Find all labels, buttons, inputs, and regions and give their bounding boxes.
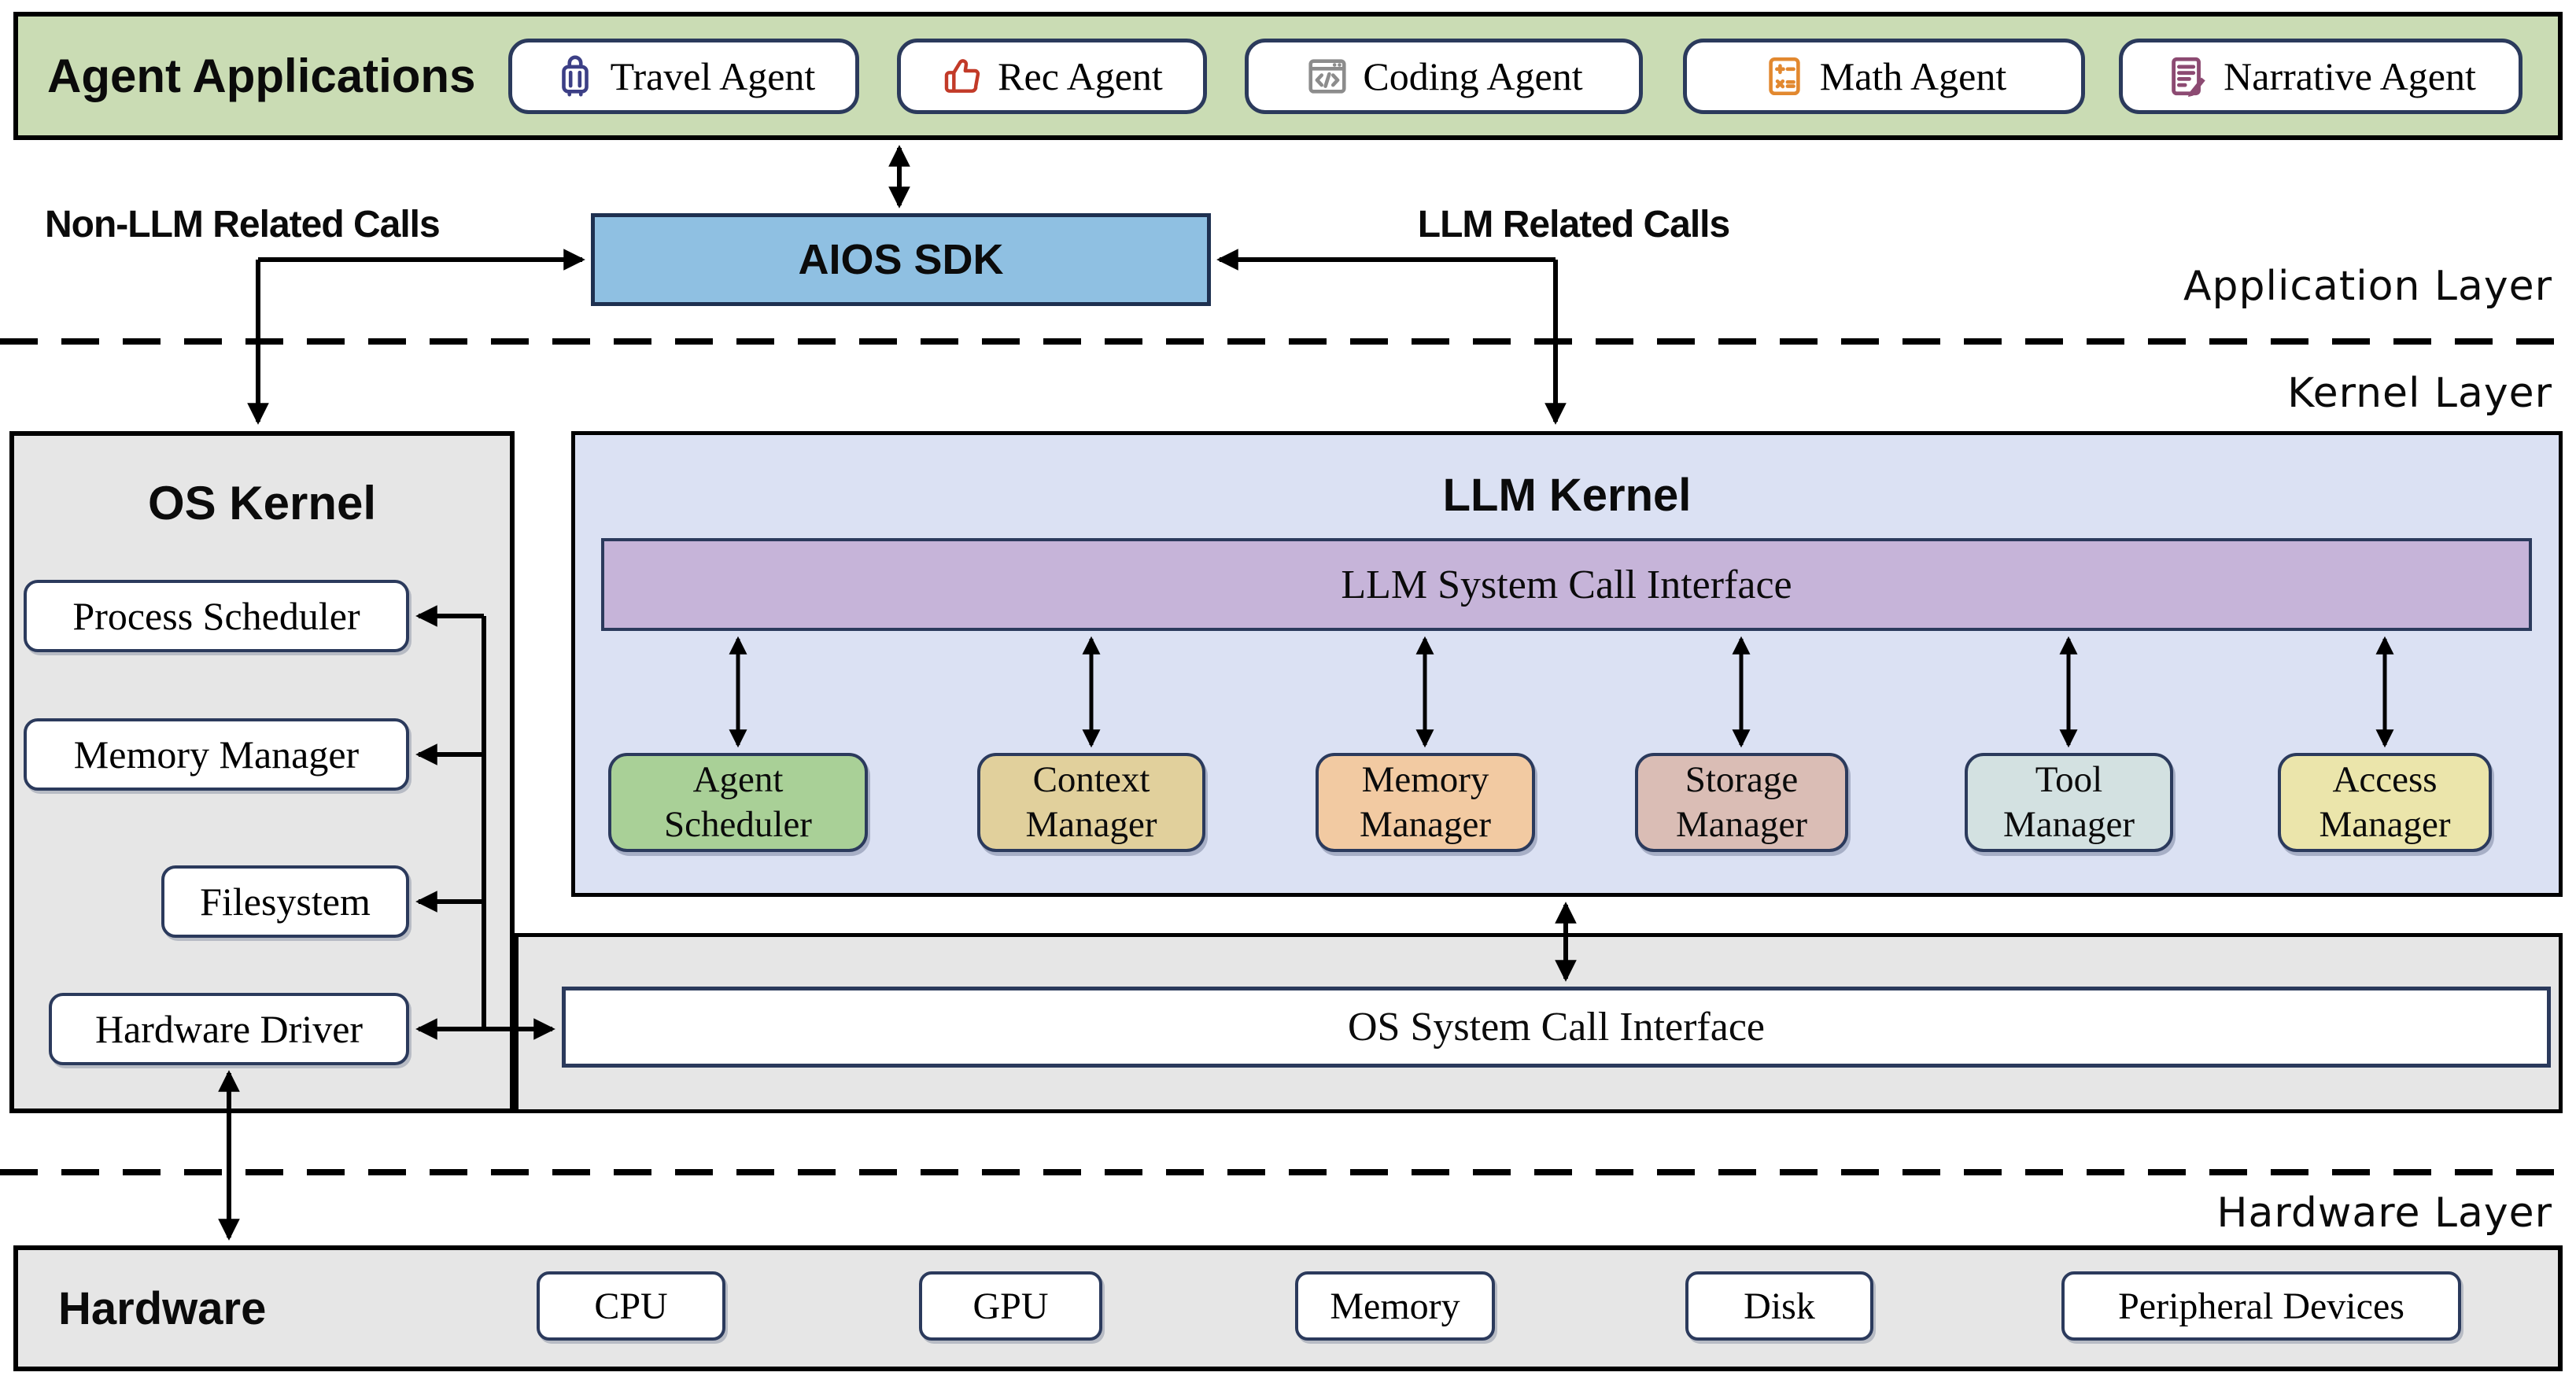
storage-manager-box: Storage Manager (1635, 753, 1848, 852)
application-layer-label: Application Layer (2183, 263, 2552, 310)
hardware-title: Hardware (58, 1282, 267, 1334)
agent-chip-label: Math Agent (1819, 54, 2007, 98)
cpu-box: CPU (537, 1271, 725, 1341)
aios-sdk-label: AIOS SDK (798, 236, 1004, 283)
memory-manager-llm-box: Memory Manager (1316, 753, 1535, 852)
os-system-call-interface-bar: OS System Call Interface (562, 987, 2551, 1068)
agent-applications-title: Agent Applications (47, 50, 476, 102)
narrative-agent-chip: Narrative Agent (2119, 39, 2522, 114)
agent-chip-label: Narrative Agent (2224, 54, 2476, 98)
agent-chip-label: Coding Agent (1363, 54, 1583, 98)
agent-chip-label: Rec Agent (998, 54, 1163, 98)
coding-agent-chip: Coding Agent (1245, 39, 1643, 114)
memory-box: Memory (1295, 1271, 1495, 1341)
disk-box: Disk (1685, 1271, 1873, 1341)
aios-sdk-box: AIOS SDK (591, 213, 1211, 306)
document-pen-icon (2172, 57, 2205, 98)
access-manager-box: Access Manager (2278, 753, 2492, 852)
filesystem-box: Filesystem (161, 865, 409, 938)
peripheral-devices-box: Peripheral Devices (2061, 1271, 2461, 1341)
calculator-icon (1769, 57, 1800, 96)
gpu-box: GPU (919, 1271, 1102, 1341)
memory-manager-os-box: Memory Manager (24, 718, 409, 791)
hardware-driver-box: Hardware Driver (49, 993, 409, 1065)
context-manager-box: Context Manager (977, 753, 1205, 852)
luggage-icon (561, 55, 589, 97)
math-agent-chip: Math Agent (1683, 39, 2085, 114)
rec-agent-chip: Rec Agent (897, 39, 1207, 114)
process-scheduler-box: Process Scheduler (24, 580, 409, 652)
travel-agent-chip: Travel Agent (508, 39, 859, 114)
os-system-call-interface-label: OS System Call Interface (1348, 1005, 1765, 1049)
llm-system-call-interface-bar: LLM System Call Interface (601, 538, 2532, 631)
llm-calls-label: LLM Related Calls (1417, 204, 1730, 245)
thumbs-up-icon (944, 59, 980, 93)
non-llm-calls-label: Non-LLM Related Calls (45, 204, 441, 245)
hardware-bar (13, 1245, 2563, 1371)
agent-chip-label: Travel Agent (610, 54, 816, 98)
llm-kernel-title: LLM Kernel (1442, 470, 1692, 521)
code-window-icon (1308, 59, 1346, 94)
os-kernel-title: OS Kernel (147, 477, 377, 529)
llm-kernel-box (571, 431, 2563, 897)
kernel-layer-label: Kernel Layer (2287, 370, 2552, 417)
agent-scheduler-box: Agent Scheduler (608, 753, 868, 852)
tool-manager-box: Tool Manager (1965, 753, 2173, 852)
hardware-layer-label: Hardware Layer (2216, 1190, 2552, 1237)
llm-system-call-interface-label: LLM System Call Interface (1341, 562, 1792, 607)
